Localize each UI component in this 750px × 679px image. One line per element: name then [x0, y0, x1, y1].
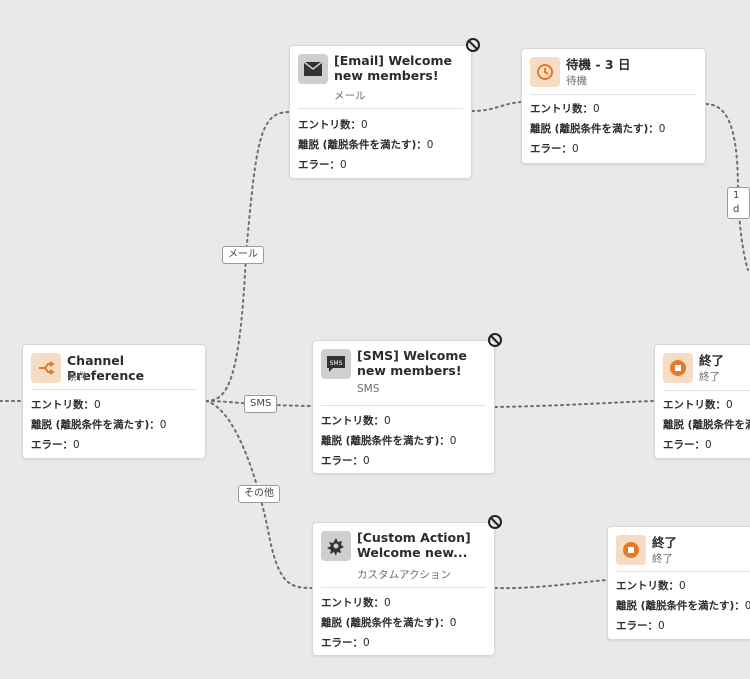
errors-value: 0	[73, 439, 80, 451]
node-stats: エントリ数：0 離脱 (離脱条件を満たす)：0 エラー：0	[321, 593, 456, 653]
node-subtitle: メール	[334, 90, 366, 102]
entries-value: 0	[726, 399, 733, 411]
node-subtitle: 待機	[566, 75, 587, 87]
exits-value: 0	[159, 419, 167, 431]
exits-label: 離脱 (離脱条件を満たす)：	[298, 139, 427, 151]
node-stats: エントリ数：0 離脱 (離脱条件を満たす)：0 エラー：0	[663, 395, 750, 455]
stop-icon	[663, 353, 693, 383]
entries-value: 0	[361, 119, 368, 131]
edge-label-wait: 1 d	[727, 187, 750, 219]
entries-value: 0	[94, 399, 101, 411]
errors-label: エラー：	[321, 455, 363, 467]
node-stats: エントリ数：0 離脱 (離脱条件を満たす)：0 エラー：0	[321, 411, 456, 471]
node-email[interactable]: [Email] Welcome new members! メール エントリ数：0…	[289, 45, 472, 179]
errors-label: エラー：	[616, 620, 658, 632]
node-end-sms[interactable]: 終了 終了 エントリ数：0 離脱 (離脱条件を満たす)：0 エラー：0	[654, 344, 750, 459]
exits-label: 離脱 (離脱条件を満たす)：	[321, 617, 450, 629]
node-title: 待機 - 3 日	[566, 57, 631, 72]
entries-value: 0	[593, 103, 600, 115]
sms-icon: SMS	[321, 349, 351, 379]
edge-custom-to-end2	[494, 579, 608, 590]
edge-label-sms: SMS	[244, 395, 278, 413]
entries-label: エントリ数：	[616, 580, 679, 592]
exits-value: 0	[449, 435, 457, 447]
entries-value: 0	[679, 580, 686, 592]
node-title: [Email] Welcome new members!	[334, 53, 452, 83]
node-subtitle: 条件	[67, 371, 88, 383]
node-sms[interactable]: SMS [SMS] Welcome new members! SMS エントリ数…	[312, 340, 495, 474]
node-stats: エントリ数：0 離脱 (離脱条件を満たす)：0 エラー：0	[530, 99, 665, 159]
disabled-icon[interactable]	[466, 38, 480, 52]
svg-text:SMS: SMS	[330, 360, 343, 367]
edge-sms-to-end1	[494, 400, 655, 408]
exits-value: 0	[449, 617, 457, 629]
node-subtitle: 終了	[699, 371, 720, 383]
entries-label: エントリ数：	[321, 415, 384, 427]
branch-icon	[31, 353, 61, 383]
node-stats: エントリ数：0 離脱 (離脱条件を満たす)：0 エラー：0	[298, 115, 433, 175]
exits-label: 離脱 (離脱条件を満たす)：	[616, 600, 745, 612]
errors-label: エラー：	[530, 143, 572, 155]
entries-label: エントリ数：	[298, 119, 361, 131]
errors-label: エラー：	[298, 159, 340, 171]
custom-action-icon	[321, 531, 351, 561]
node-end-custom[interactable]: 終了 終了 エントリ数：0 離脱 (離脱条件を満たす)：0 エラー：0	[607, 526, 750, 640]
edge-channel-to-sms	[205, 400, 313, 407]
errors-value: 0	[363, 455, 370, 467]
node-title: 終了	[699, 353, 725, 368]
entries-label: エントリ数：	[663, 399, 726, 411]
errors-value: 0	[363, 637, 370, 649]
node-title: [Custom Action] Welcome new...	[357, 530, 471, 560]
disabled-icon[interactable]	[488, 333, 502, 347]
stop-icon	[616, 535, 646, 565]
node-title: Channel Preference	[67, 353, 145, 383]
errors-value: 0	[658, 620, 665, 632]
edge-label-mail: メール	[222, 246, 264, 264]
node-subtitle: カスタムアクション	[357, 569, 451, 581]
node-wait[interactable]: 待機 - 3 日 待機 エントリ数：0 離脱 (離脱条件を満たす)：0 エラー：…	[521, 48, 706, 164]
errors-value: 0	[572, 143, 579, 155]
exits-label: 離脱 (離脱条件を満たす)：	[31, 419, 160, 431]
exits-label: 離脱 (離脱条件を満たす)：	[530, 123, 659, 135]
exits-label: 離脱 (離脱条件を満たす)：	[663, 419, 750, 431]
node-title: 終了	[652, 535, 678, 550]
errors-label: エラー：	[31, 439, 73, 451]
edge-label-other: その他	[238, 485, 280, 503]
exits-value: 0	[426, 139, 434, 151]
node-title: [SMS] Welcome new members!	[357, 348, 467, 378]
node-custom-action[interactable]: [Custom Action] Welcome new... カスタムアクション…	[312, 522, 495, 656]
entries-value: 0	[384, 415, 391, 427]
entries-value: 0	[384, 597, 391, 609]
node-subtitle: 終了	[652, 553, 673, 565]
mail-icon	[298, 54, 328, 84]
errors-value: 0	[705, 439, 712, 451]
edge-channel-to-custom	[205, 400, 313, 589]
node-stats: エントリ数：0 離脱 (離脱条件を満たす)：0 エラー：0	[31, 395, 166, 455]
errors-label: エラー：	[321, 637, 363, 649]
entries-label: エントリ数：	[530, 103, 593, 115]
edge-channel-to-email	[205, 111, 290, 402]
exits-value: 0	[745, 600, 750, 612]
errors-value: 0	[340, 159, 347, 171]
entries-label: エントリ数：	[321, 597, 384, 609]
disabled-icon[interactable]	[488, 515, 502, 529]
entries-label: エントリ数：	[31, 399, 94, 411]
exits-label: 離脱 (離脱条件を満たす)：	[321, 435, 450, 447]
errors-label: エラー：	[663, 439, 705, 451]
exits-value: 0	[658, 123, 666, 135]
edge-email-to-wait	[471, 101, 522, 112]
node-subtitle: SMS	[357, 383, 380, 395]
node-stats: エントリ数：0 離脱 (離脱条件を満たす)：0 エラー：0	[616, 576, 750, 636]
clock-icon	[530, 57, 560, 87]
node-channel-preference[interactable]: Channel Preference 条件 エントリ数：0 離脱 (離脱条件を満…	[22, 344, 206, 459]
